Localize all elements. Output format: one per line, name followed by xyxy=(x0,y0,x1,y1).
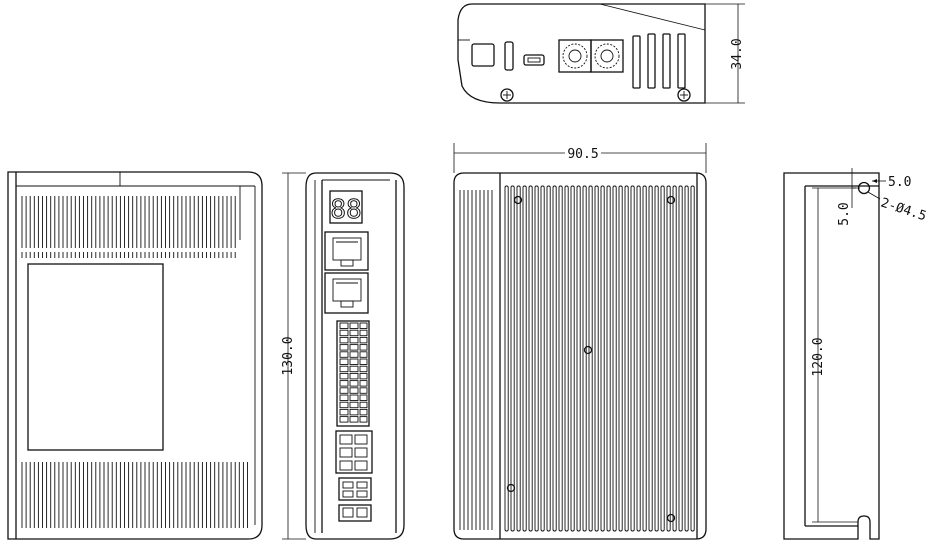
top-side-view: 34.0 xyxy=(457,3,745,104)
display-panel xyxy=(27,263,164,451)
connector-port-icon xyxy=(471,43,495,67)
dim-height-side: 34.0 xyxy=(705,3,745,104)
heatsink-view: 90.5 xyxy=(453,143,707,540)
dim-hole-callout-label: 2-Ø4.5 xyxy=(879,196,928,225)
left-front-view xyxy=(7,171,263,540)
dim-height-front-label: 130.0 xyxy=(281,336,296,375)
usb-port-icon xyxy=(523,54,545,66)
dim-mount-spacing: 120.0 xyxy=(811,187,860,523)
vent-bottom xyxy=(21,462,248,528)
rotary-switch-right-icon xyxy=(590,39,624,73)
dim-height-front: 130.0 xyxy=(281,172,306,540)
mount-hole-icon xyxy=(666,513,676,523)
svg-text:88: 88 xyxy=(330,195,361,225)
heatsink-left-vents xyxy=(459,190,493,530)
mounting-bracket-view: 120.0 5.0 5.0 2-Ø4.5 xyxy=(783,168,928,540)
mount-hole-icon xyxy=(506,483,516,493)
mount-hole-icon xyxy=(666,195,676,205)
dim-mount-spacing-label: 120.0 xyxy=(811,337,826,376)
motor-terminal-icon xyxy=(338,477,372,501)
mount-hole-icon xyxy=(583,345,593,355)
screw-left-icon xyxy=(500,88,514,102)
vent-middle xyxy=(21,252,236,258)
mount-hole-icon xyxy=(513,195,523,205)
screw-right-icon xyxy=(677,88,691,102)
vent-top xyxy=(21,196,236,248)
rotary-switch-left-icon xyxy=(558,39,592,73)
dim-hole-offset: 5.0 5.0 2-Ø4.5 xyxy=(837,168,928,226)
seven-segment-display-icon: 88 xyxy=(329,190,363,226)
dim-width-heatsink: 90.5 xyxy=(453,143,707,173)
rj45-port-upper-icon xyxy=(324,231,369,271)
dim-hole-offset-y-label: 5.0 xyxy=(837,202,852,225)
heatsink-fins xyxy=(504,185,695,532)
rj45-port-lower-icon xyxy=(324,272,369,314)
slot-icon xyxy=(504,41,514,71)
terminal-block xyxy=(336,320,370,427)
aux-terminal-icon xyxy=(338,504,372,522)
vent-slots xyxy=(632,33,686,89)
dim-height-side-label: 34.0 xyxy=(730,38,745,69)
power-terminal-icon xyxy=(335,430,373,474)
slot-hole-icon xyxy=(857,181,871,195)
dim-hole-offset-x-label: 5.0 xyxy=(888,175,911,190)
dim-width-heatsink-label: 90.5 xyxy=(567,147,598,162)
connector-side-view: 88 xyxy=(281,172,405,540)
